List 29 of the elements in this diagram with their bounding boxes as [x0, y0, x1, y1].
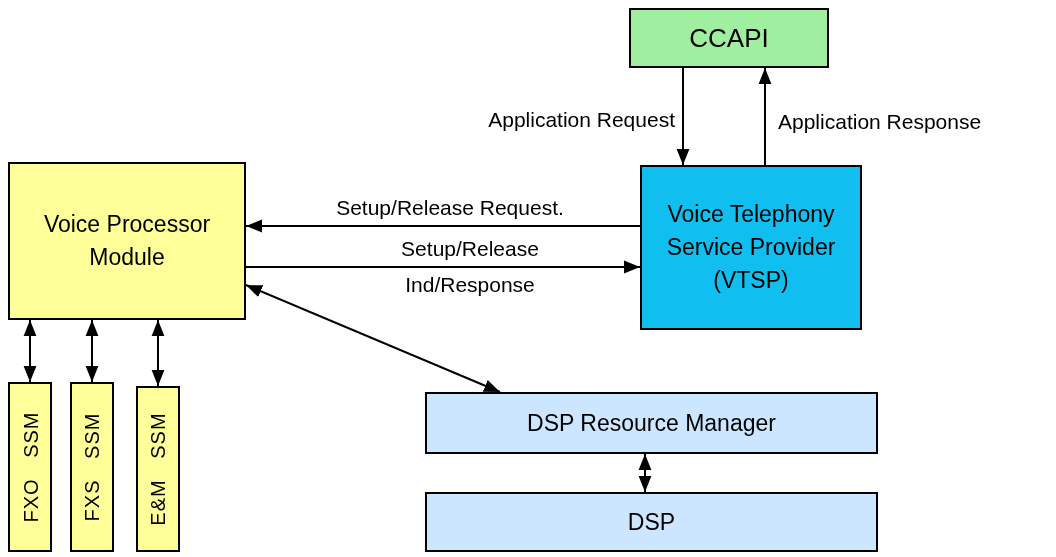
arrow [676, 67, 690, 166]
module-box [70, 382, 114, 552]
process-box [425, 492, 878, 552]
module-box [8, 382, 52, 552]
process-box [640, 165, 862, 330]
arrow [23, 319, 37, 383]
arrow [245, 260, 641, 274]
node-label: CCAPI [688, 21, 770, 55]
node-label: DSP [626, 507, 677, 537]
node-label: E&M SSM [146, 412, 170, 526]
node-label: FXS SSM [80, 412, 104, 522]
arrow [151, 319, 165, 387]
process-box [629, 8, 829, 68]
process-box [425, 392, 878, 454]
arrow [758, 67, 772, 166]
edge-label: Setup/Release Request. [335, 195, 565, 221]
arrow [638, 453, 652, 493]
node-label: Voice Processor Module [42, 210, 212, 272]
node-label: Voice Telephony Service Provider (VTSP) [665, 200, 837, 295]
edge-label: Application Response [778, 109, 983, 135]
module-box [136, 386, 180, 552]
node-label: FXO SSM [18, 411, 42, 523]
arrow [245, 219, 641, 233]
edge-label: Setup/Release Ind/Response [400, 236, 540, 298]
arrow [85, 319, 99, 383]
node-label: DSP Resource Manager [526, 408, 777, 438]
edge-label: Application Request [487, 107, 675, 133]
process-box [8, 162, 246, 320]
arrow [245, 284, 501, 393]
